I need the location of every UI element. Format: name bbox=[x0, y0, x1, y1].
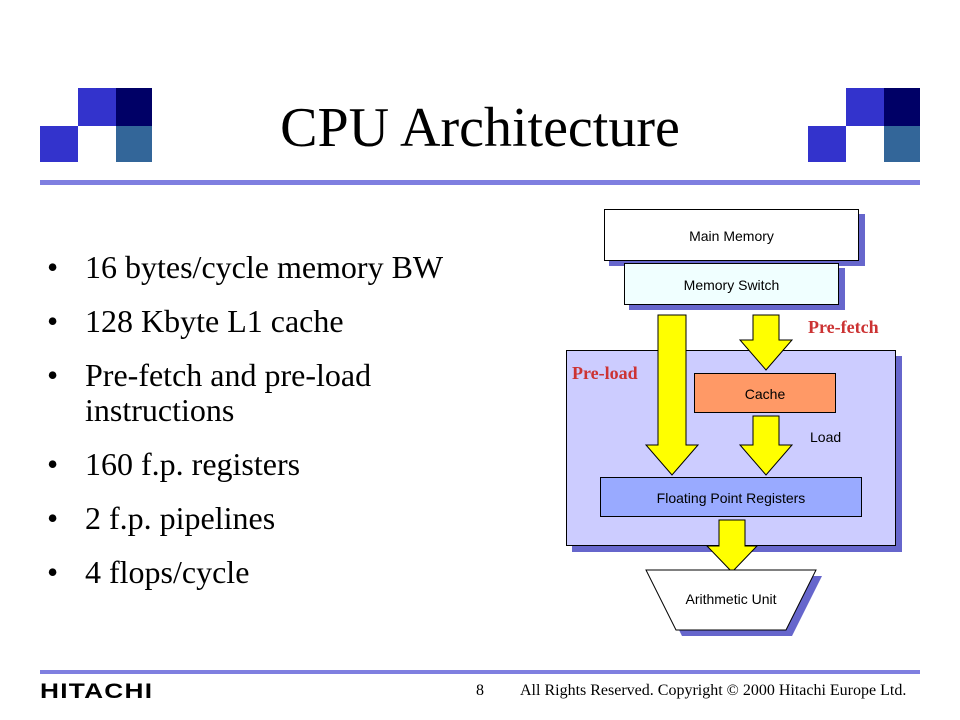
bullet-item: • 16 bytes/cycle memory BW bbox=[45, 250, 515, 285]
prefetch-arrow bbox=[738, 314, 794, 371]
footer-divider bbox=[40, 670, 920, 674]
main-memory-box: Main Memory bbox=[604, 209, 859, 261]
bullet-marker: • bbox=[47, 446, 59, 482]
slide-title: CPU Architecture bbox=[280, 97, 680, 159]
page-number: 8 bbox=[476, 682, 484, 699]
bullet-item: • 2 f.p. pipelines bbox=[45, 501, 515, 536]
bullet-text: 160 f.p. registers bbox=[85, 446, 301, 482]
bullet-item: • 4 flops/cycle bbox=[45, 555, 515, 590]
preload-label: Pre-load bbox=[572, 363, 638, 383]
bullet-text: 16 bytes/cycle memory BW bbox=[85, 249, 444, 285]
cache-box: Cache bbox=[694, 373, 836, 413]
bullet-marker: • bbox=[47, 357, 59, 393]
hitachi-logo: HITACHI bbox=[40, 680, 154, 703]
bullet-marker: • bbox=[47, 249, 59, 285]
bullet-item: • Pre-fetch and pre-load instructions bbox=[45, 358, 515, 428]
bullet-text: 4 flops/cycle bbox=[85, 554, 250, 590]
bullet-marker: • bbox=[47, 303, 59, 339]
prefetch-label: Pre-fetch bbox=[808, 317, 879, 337]
bullet-list: • 16 bytes/cycle memory BW • 128 Kbyte L1 … bbox=[45, 250, 515, 609]
preload-arrow bbox=[644, 314, 700, 476]
bullet-item: • 160 f.p. registers bbox=[45, 447, 515, 482]
title-divider bbox=[40, 180, 920, 185]
arithmetic-arrow bbox=[705, 519, 759, 573]
bullet-text: 2 f.p. pipelines bbox=[85, 500, 276, 536]
bullet-item: • 128 Kbyte L1 cache bbox=[45, 304, 515, 339]
memory-switch-box: Memory Switch bbox=[624, 263, 839, 305]
load-label: Load bbox=[810, 429, 842, 445]
bullet-text: Pre-fetch and pre-load instructions bbox=[85, 357, 372, 428]
load-arrow bbox=[738, 415, 794, 476]
bullet-marker: • bbox=[47, 500, 59, 536]
fp-registers-box: Floating Point Registers bbox=[600, 477, 862, 517]
arithmetic-unit-label: Arithmetic Unit bbox=[685, 591, 777, 607]
bullet-text: 128 Kbyte L1 cache bbox=[85, 303, 344, 339]
copyright-text: All Rights Reserved. Copyright © 2000 Hi… bbox=[520, 682, 907, 699]
arithmetic-unit-shape bbox=[645, 569, 817, 631]
bullet-marker: • bbox=[47, 554, 59, 590]
